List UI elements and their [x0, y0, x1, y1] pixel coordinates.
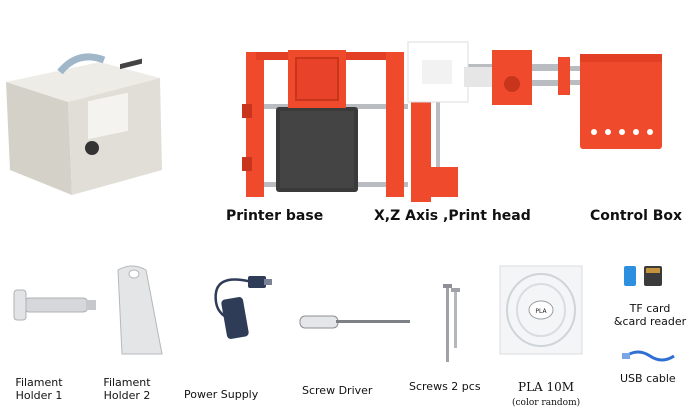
screw-driver-image	[299, 315, 410, 329]
label-screws: Screws 2 pcs	[409, 380, 481, 393]
spool-label: PLA	[535, 308, 547, 315]
tf-card-image	[624, 266, 662, 286]
usb-cable-image	[622, 350, 675, 362]
label-control-box: Control Box	[590, 208, 683, 224]
product-box-image	[6, 53, 162, 195]
label-power-supply: Power Supply	[184, 388, 259, 401]
label-xz-axis-print-head: X,Z Axis ,Print head	[374, 208, 531, 224]
printer-image	[242, 41, 662, 202]
label-filament-holder-1: Filament Holder 1	[15, 376, 63, 402]
label-screw-driver: Screw Driver	[302, 384, 373, 397]
screws-image	[443, 284, 460, 362]
label-tf-card: TF card &card reader	[613, 302, 687, 328]
label-filament-holder-2: Filament Holder 2	[103, 376, 151, 402]
pla-filament-image: PLA	[499, 265, 583, 355]
filament-holder-1-image	[13, 289, 96, 321]
label-pla: PLA 10M	[518, 380, 575, 394]
label-pla-note: (color random)	[512, 398, 581, 408]
label-usb-cable: USB cable	[620, 372, 676, 385]
label-printer-base: Printer base	[226, 208, 324, 224]
filament-holder-2-image	[117, 265, 163, 355]
power-supply-image	[214, 276, 272, 339]
